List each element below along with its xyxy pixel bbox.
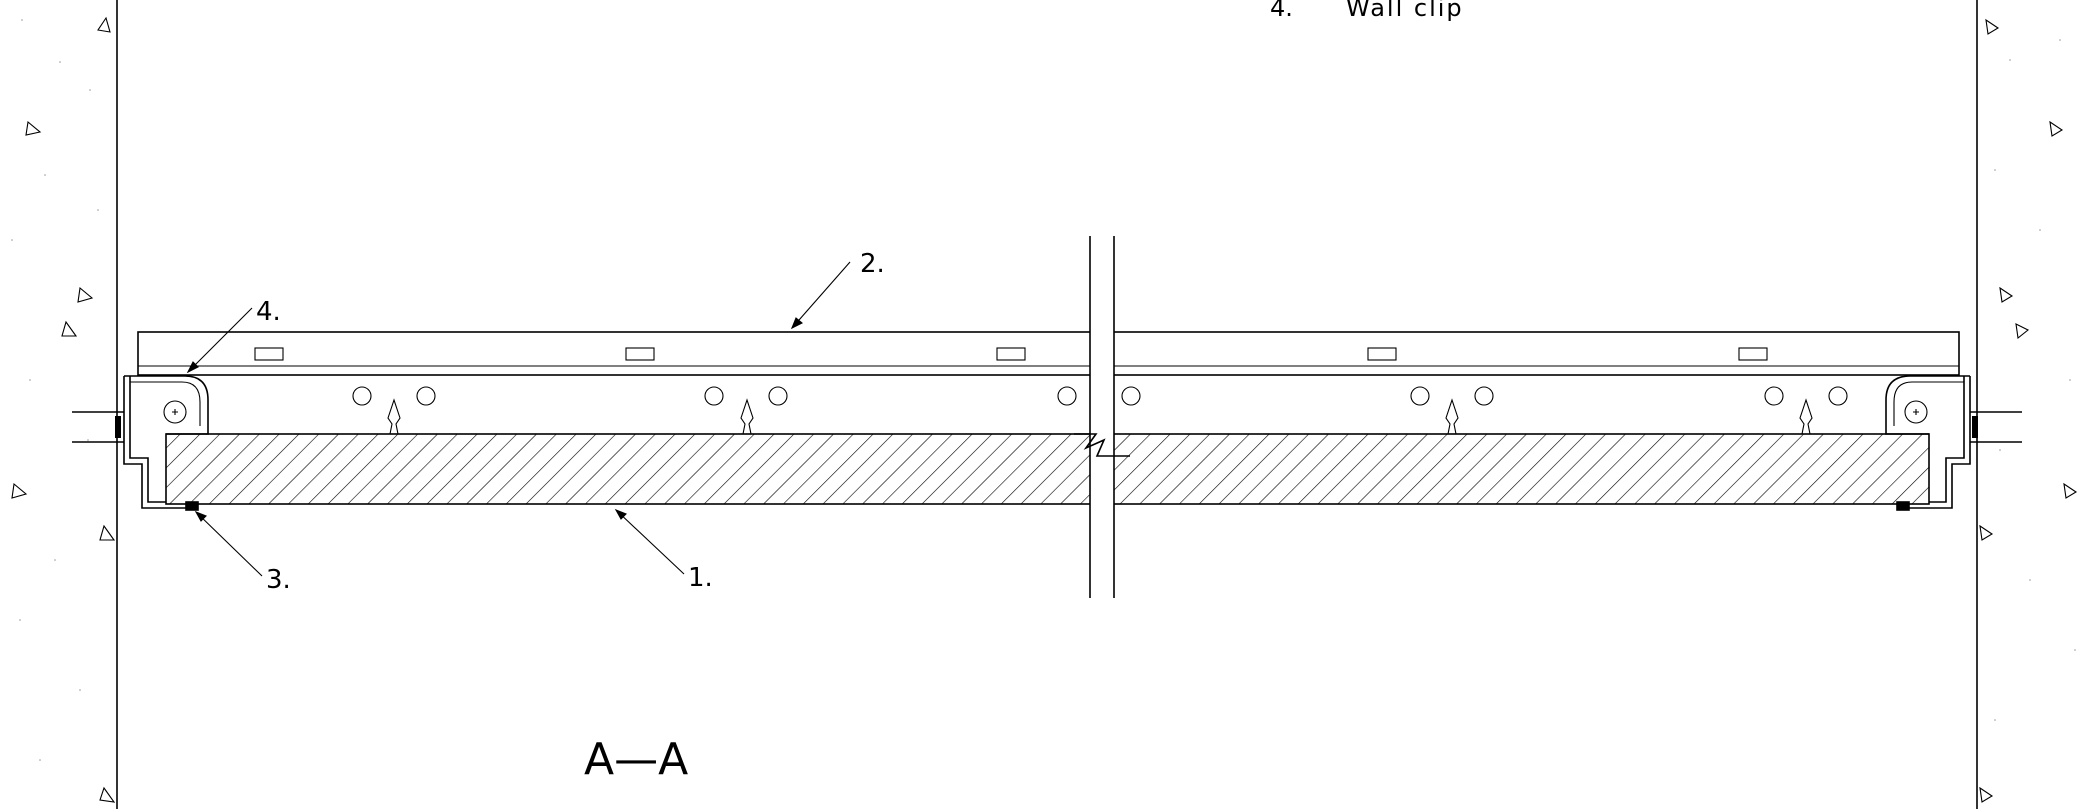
legend-item-number: 4. bbox=[1270, 0, 1293, 22]
callout-carrier-label: 2. bbox=[860, 249, 885, 279]
edge-profile-right bbox=[1896, 376, 1971, 511]
concrete-wall-hatch-icon bbox=[11, 16, 116, 803]
concrete-wall-hatch-icon bbox=[1979, 18, 2078, 803]
fixing-screw-icon bbox=[1904, 400, 1928, 424]
break-line-symbol-icon bbox=[1074, 234, 1130, 599]
right-wall bbox=[1976, 0, 2078, 809]
legend-item-text: Wall clip bbox=[1346, 0, 1464, 22]
leader-lines bbox=[186, 261, 851, 577]
callout-edge-profile-label: 3. bbox=[266, 565, 291, 595]
callout-panel-label: 1. bbox=[688, 563, 713, 593]
fixing-screw-icon bbox=[163, 400, 187, 424]
section-title: A—A bbox=[584, 734, 688, 785]
wall-clip-right bbox=[1885, 375, 2022, 443]
carrier-holes bbox=[352, 386, 1848, 406]
wall-clip-left bbox=[72, 375, 209, 443]
edge-profile-left bbox=[123, 376, 199, 511]
carrier-rail bbox=[137, 331, 1960, 376]
panel bbox=[165, 433, 1930, 505]
callout-wall-clip-label: 4. bbox=[256, 297, 281, 327]
left-wall bbox=[11, 0, 118, 809]
